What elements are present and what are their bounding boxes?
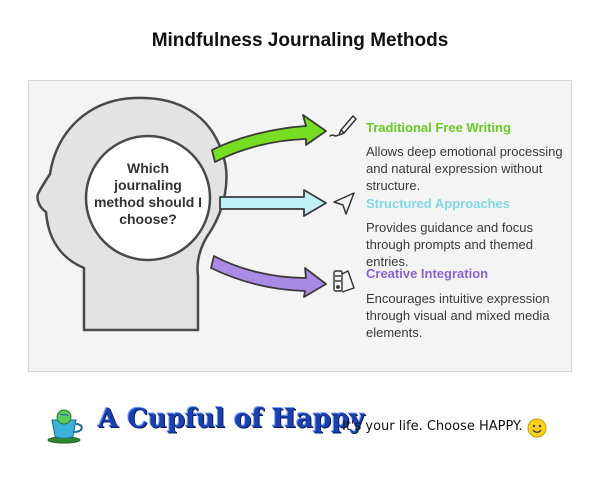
method-title-structured: Structured Approaches — [366, 196, 510, 211]
arrow-to-structured — [219, 189, 327, 217]
art-palette-icon — [333, 270, 355, 293]
method-desc-structured: Provides guidance and focus through prom… — [366, 220, 533, 269]
teacup-globe-icon — [47, 409, 83, 444]
brand-tagline: It's your life. Choose HAPPY. — [342, 419, 523, 434]
central-question: Which journaling method should I choose? — [93, 160, 203, 227]
thought-circle — [84, 134, 212, 262]
page-title: Mindfulness Journaling Methods — [151, 30, 449, 51]
arrow-to-traditional — [211, 114, 327, 163]
arrow-to-creative — [210, 255, 327, 298]
pen-icon — [329, 115, 357, 137]
method-desc-creative: Encourages intuitive expression through … — [366, 291, 550, 340]
smiley-face-icon — [527, 418, 547, 438]
navigation-arrow-icon — [333, 192, 355, 215]
method-title-creative: Creative Integration — [366, 266, 489, 281]
method-title-traditional: Traditional Free Writing — [366, 120, 511, 135]
brand-name: A Cupful of Happy — [98, 404, 365, 434]
method-desc-traditional: Allows deep emotional processing and nat… — [366, 144, 563, 193]
